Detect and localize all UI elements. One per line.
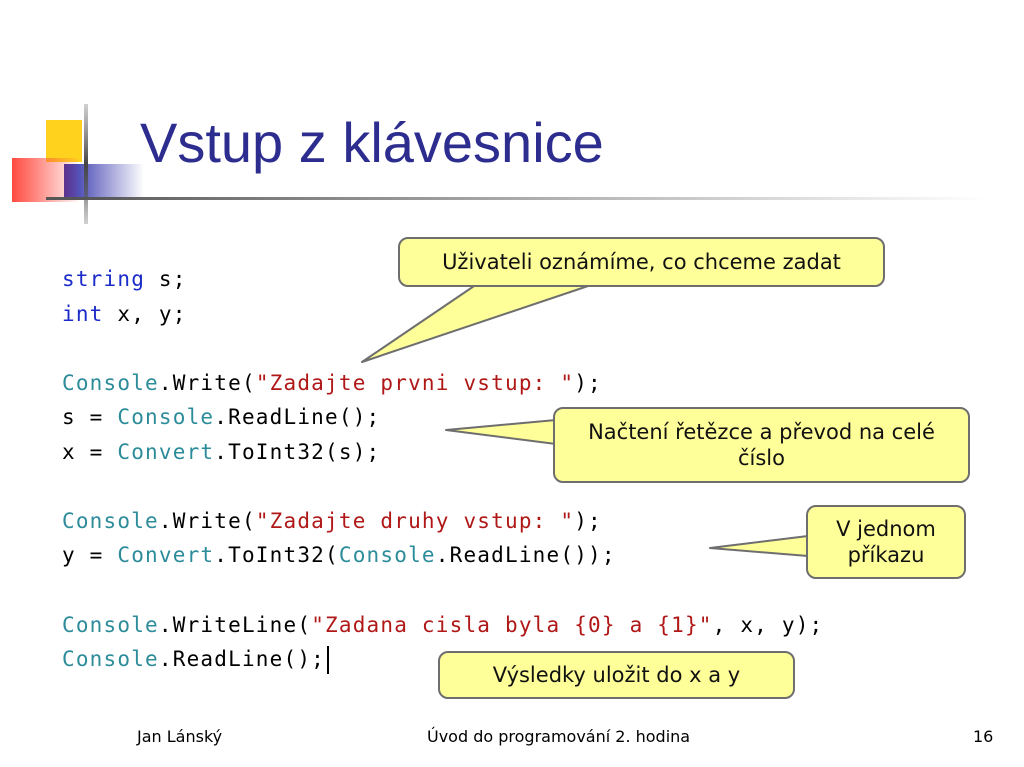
footer-course: Úvod do programování 2. hodina xyxy=(427,727,691,746)
code-text: .ToInt32(s); xyxy=(214,440,381,464)
code-class: Convert xyxy=(117,440,215,464)
code-line: Console.ReadLine(); xyxy=(62,645,330,674)
code-text: .ReadLine(); xyxy=(158,647,326,671)
code-class: Console xyxy=(62,647,159,671)
code-text: .WriteLine( xyxy=(158,613,312,637)
callout-read-convert: Načtení řetězce a převod na celé číslo xyxy=(553,407,970,483)
deco-vertical-line xyxy=(84,104,88,224)
code-text: .ReadLine(); xyxy=(214,405,381,429)
code-text: s = xyxy=(62,405,118,429)
code-class: Console xyxy=(338,543,436,567)
code-text: .ReadLine()); xyxy=(435,543,616,567)
callout-tail-announce xyxy=(361,281,601,363)
code-text: s; xyxy=(145,267,187,291)
code-string: "Zadana cisla byla {0} a {1}" xyxy=(311,613,713,637)
footer-page-number: 16 xyxy=(973,727,994,746)
code-line: Console.Write("Zadajte druhy vstup: "); xyxy=(62,507,602,535)
code-text: ); xyxy=(574,371,602,395)
code-string: "Zadajte prvni vstup: " xyxy=(255,371,575,395)
title-underline xyxy=(46,197,986,200)
code-line: x = Convert.ToInt32(s); xyxy=(62,438,380,466)
code-line: s = Console.ReadLine(); xyxy=(62,403,380,431)
code-class: Console xyxy=(62,371,159,395)
code-class: Console xyxy=(62,509,159,533)
code-text: y = xyxy=(62,543,118,567)
code-text: x, y; xyxy=(103,302,187,326)
code-class: Console xyxy=(117,405,215,429)
code-text: .Write( xyxy=(158,371,256,395)
code-line: int x, y; xyxy=(62,300,187,328)
text-cursor xyxy=(327,646,330,674)
code-line: Console.WriteLine("Zadana cisla byla {0}… xyxy=(62,611,823,639)
code-text: x = xyxy=(62,440,118,464)
code-text: .Write( xyxy=(158,509,256,533)
code-string: "Zadajte druhy vstup: " xyxy=(255,509,575,533)
code-line: string s; xyxy=(62,265,187,293)
code-keyword: string xyxy=(62,267,146,291)
callout-announce: Uživateli oznámíme, co chceme zadat xyxy=(398,237,885,287)
code-text: .ToInt32( xyxy=(214,543,339,567)
slide-title: Vstup z klávesnice xyxy=(140,111,604,174)
deco-yellow-square xyxy=(46,120,82,162)
callout-results: Výsledky uložit do x a y xyxy=(438,651,795,699)
code-class: Console xyxy=(62,613,159,637)
code-keyword: int xyxy=(62,302,104,326)
code-class: Convert xyxy=(117,543,215,567)
deco-red-bar xyxy=(12,158,78,202)
callout-one-command: V jednom příkazu xyxy=(806,505,966,579)
callout-tail-one-command xyxy=(709,535,809,557)
code-line: Console.Write("Zadajte prvni vstup: "); xyxy=(62,369,602,397)
code-text: ); xyxy=(574,509,602,533)
callout-tail-read-convert xyxy=(445,419,557,445)
code-line: y = Convert.ToInt32(Console.ReadLine()); xyxy=(62,541,616,569)
code-text: , x, y); xyxy=(712,613,824,637)
footer-author: Jan Lánský xyxy=(137,727,223,746)
